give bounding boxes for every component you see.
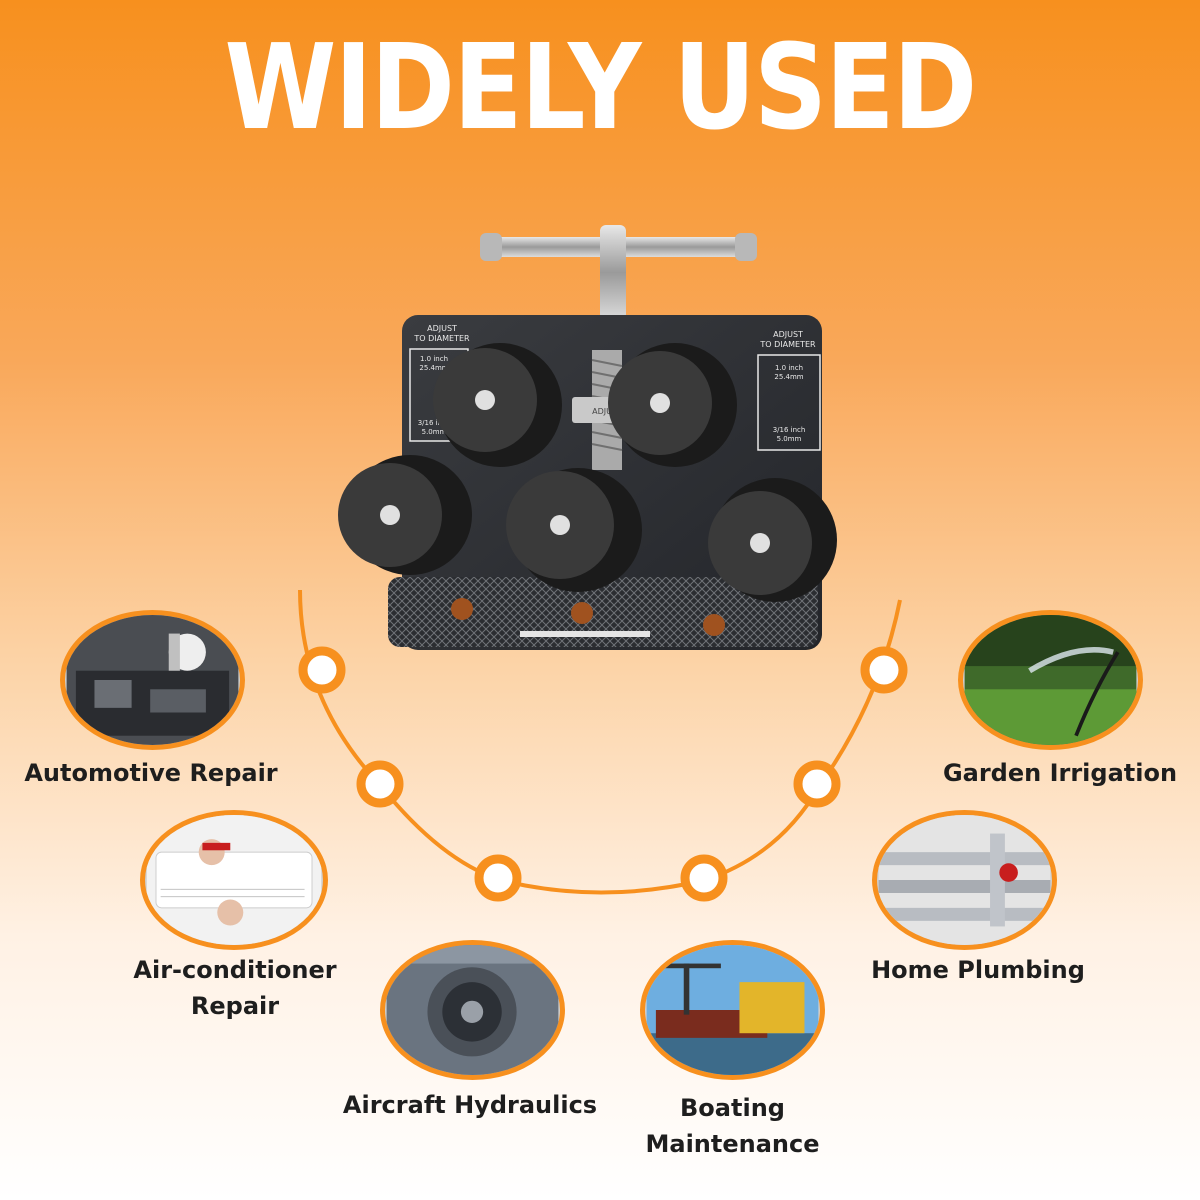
automotive-repair-label: Automotive Repair [24, 759, 278, 787]
adjust-label: ADJUST [592, 407, 622, 416]
svg-text:3/16 inch: 3/16 inch [418, 419, 451, 427]
svg-text:ADJUST: ADJUST [773, 330, 803, 339]
connector-dot [793, 760, 841, 808]
roller [433, 343, 562, 467]
connector-dot [680, 854, 728, 902]
page-title: WIDELY USED [224, 18, 977, 156]
right-diameter-scale: ADJUST TO DIAMETER 1.0 inch 25.4mm 3/16 … [757, 330, 821, 451]
home-plumbing-image [872, 810, 1057, 950]
garden-irrigation-label: Garden Irrigation [942, 759, 1178, 787]
svg-text:5.0mm: 5.0mm [422, 428, 447, 436]
jet-engine-photo-icon [386, 945, 559, 1075]
garden-hose-photo-icon [964, 615, 1137, 745]
home-plumbing-label: Home Plumbing [871, 956, 1085, 984]
shipyard-photo-icon [646, 945, 819, 1075]
tube-straightener-tool: ADJUST ADJUST TO DIAMETER 1.0 inch 25.4m… [338, 225, 837, 650]
boating-maintenance-label: Boating Maintenance [645, 1094, 820, 1158]
pipes-photo-icon [878, 815, 1051, 945]
svg-text:TO DIAMETER: TO DIAMETER [759, 340, 816, 349]
connector-dot [298, 646, 346, 694]
svg-text:3/16 inch: 3/16 inch [773, 426, 806, 434]
garden-irrigation-image [958, 610, 1143, 750]
roller [608, 343, 737, 467]
air-conditioner-repair-label: Air-conditioner Repair [133, 956, 337, 1020]
connector-dot [474, 854, 522, 902]
automotive-repair-image [60, 610, 245, 750]
roller [338, 455, 472, 575]
svg-text:1.0 inch: 1.0 inch [775, 364, 803, 372]
roller [506, 468, 642, 592]
svg-text:1.0 inch: 1.0 inch [420, 355, 448, 363]
connector-dot [356, 760, 404, 808]
air-conditioner-photo-icon [146, 815, 322, 945]
boating-maintenance-image [640, 940, 825, 1080]
svg-text:5.0mm: 5.0mm [777, 435, 802, 443]
air-conditioner-repair-image [140, 810, 328, 950]
svg-text:TO DIAMETER: TO DIAMETER [413, 334, 470, 343]
aircraft-hydraulics-label: Aircraft Hydraulics [342, 1091, 598, 1119]
svg-text:ADJUST: ADJUST [427, 324, 457, 333]
aircraft-hydraulics-image [380, 940, 565, 1080]
roller [708, 478, 837, 602]
car-engine-photo-icon [66, 615, 239, 745]
connector-dot [860, 646, 908, 694]
svg-text:25.4mm: 25.4mm [774, 373, 803, 381]
svg-text:25.4mm: 25.4mm [419, 364, 448, 372]
t-handle [480, 225, 757, 320]
